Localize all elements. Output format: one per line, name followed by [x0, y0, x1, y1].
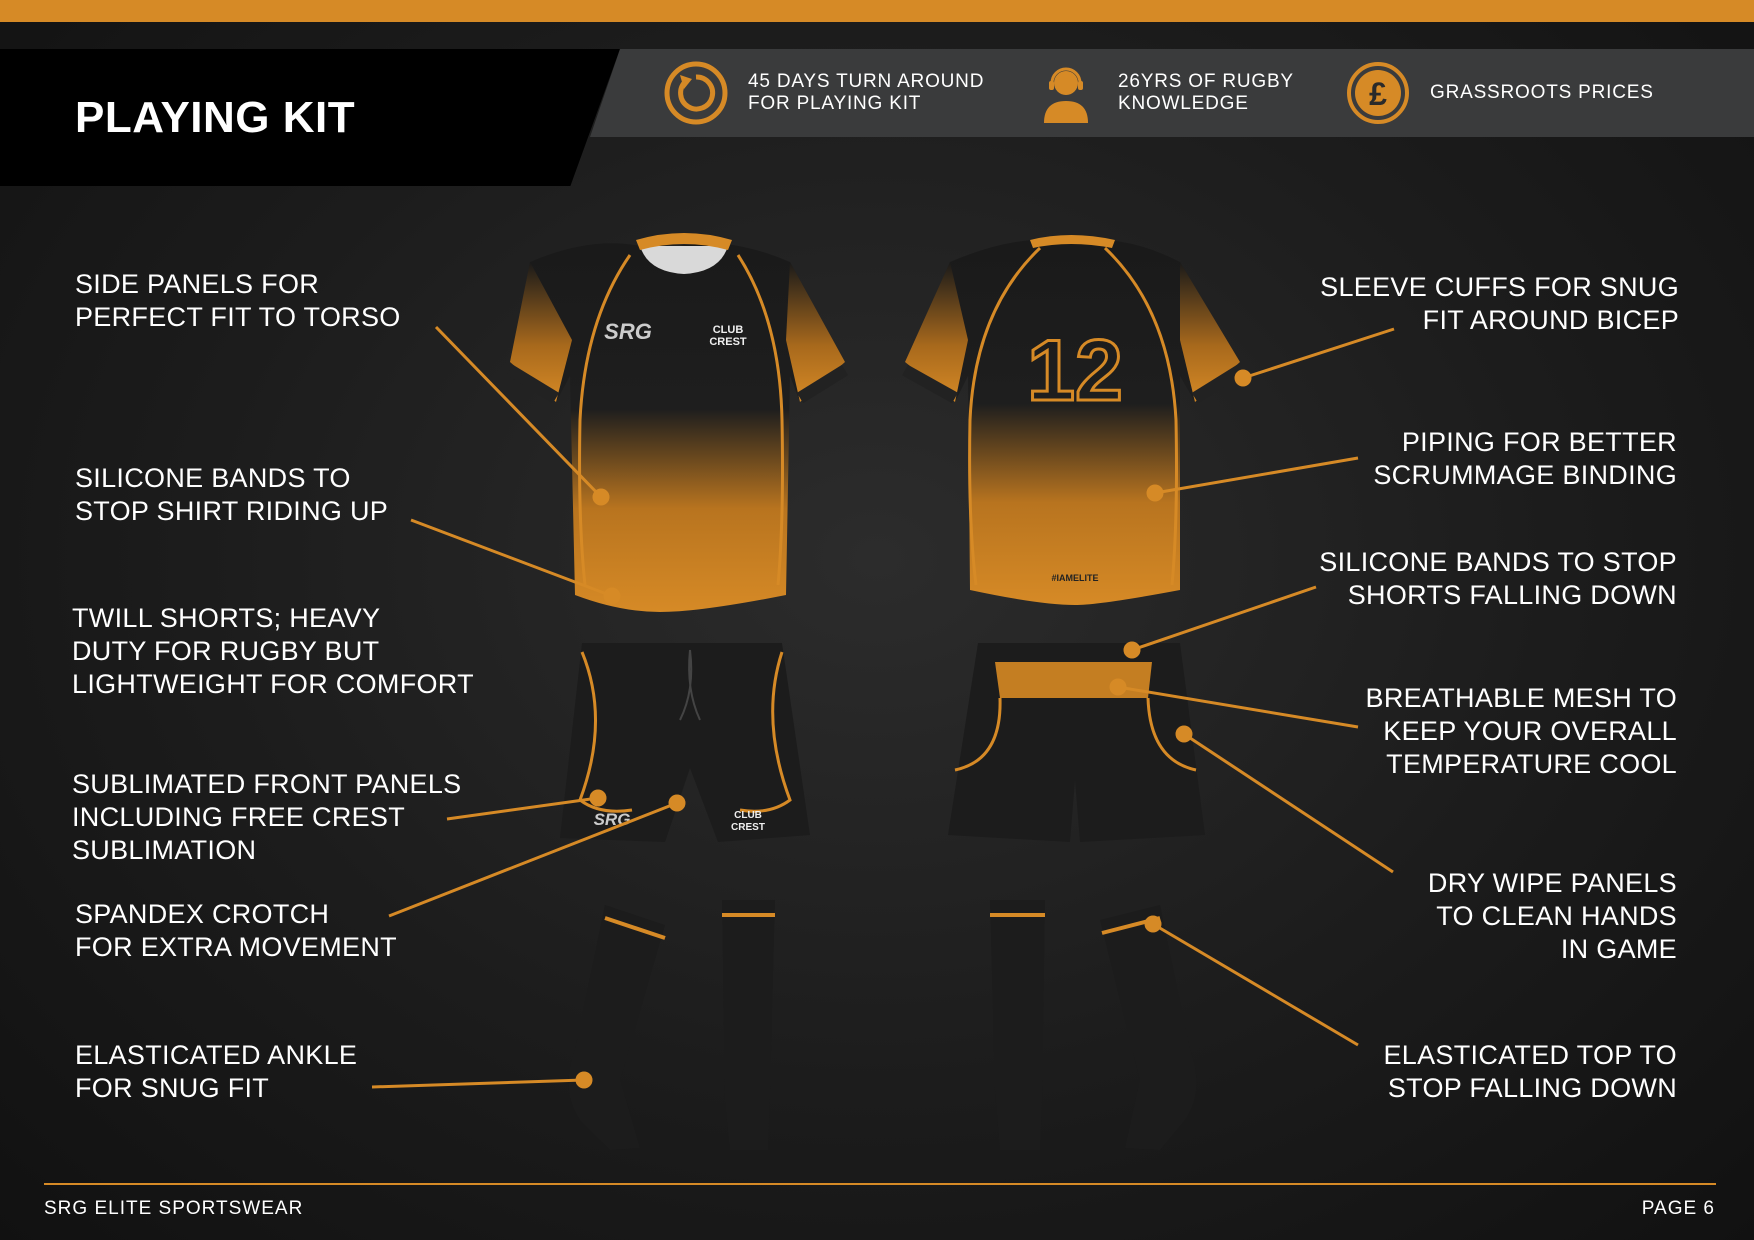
title-block: PLAYING KIT: [0, 49, 620, 186]
callout-breathable-mesh: BREATHABLE MESH TO KEEP YOUR OVERALL TEM…: [1365, 683, 1677, 779]
callout-sublimated-panels: SUBLIMATED FRONT PANELS INCLUDING FREE C…: [72, 769, 462, 865]
feature-text: 26YRS OF RUGBY KNOWLEDGE: [1118, 71, 1294, 114]
headset-person-icon: [1044, 67, 1088, 123]
callout-twill-shorts: TWILL SHORTS; HEAVY DUTY FOR RUGBY BUT L…: [72, 603, 474, 699]
page-number: PAGE 6: [1641, 1198, 1715, 1219]
callout-elasticated-top: ELASTICATED TOP TO STOP FALLING DOWN: [1383, 1040, 1677, 1103]
callout-sleeve-cuffs: SLEEVE CUFFS FOR SNUG FIT AROUND BICEP: [1320, 272, 1679, 335]
feature-bar: [590, 49, 1754, 137]
refresh-icon: [664, 61, 728, 125]
back-shorts: [948, 643, 1205, 842]
callout-piping: PIPING FOR BETTER SCRUMMAGE BINDING: [1373, 427, 1677, 490]
feature-prices: £ GRASSROOTS PRICES: [1346, 49, 1654, 137]
socks: [568, 900, 1197, 1150]
back-number: 12: [1027, 323, 1123, 419]
front-shirt: SRG CLUB CREST: [506, 233, 849, 612]
svg-text:£: £: [1369, 76, 1387, 112]
callout-side-panels: SIDE PANELS FOR PERFECT FIT TO TORSO: [75, 269, 401, 332]
callout-silicone-shirt: SILICONE BANDS TO STOP SHIRT RIDING UP: [75, 463, 389, 526]
feature-text: 45 DAYS TURN AROUND FOR PLAYING KIT: [748, 71, 985, 114]
callout-spandex-crotch: SPANDEX CROTCH FOR EXTRA MOVEMENT: [75, 899, 397, 962]
feature-turnaround: 45 DAYS TURN AROUND FOR PLAYING KIT: [664, 49, 984, 137]
front-logo: SRG: [604, 319, 652, 344]
footer-brand: SRG ELITE SPORTSWEAR: [44, 1198, 304, 1219]
feature-text: GRASSROOTS PRICES: [1430, 82, 1654, 103]
pound-coin-icon: £: [1347, 62, 1409, 124]
callout-silicone-shorts: SILICONE BANDS TO STOP SHORTS FALLING DO…: [1319, 547, 1677, 610]
page-title: PLAYING KIT: [75, 93, 356, 142]
callout-elasticated-ankle: ELASTICATED ANKLE FOR SNUG FIT: [75, 1040, 358, 1103]
back-shirt: 12 #IAMELITE: [902, 235, 1244, 605]
front-shorts: SRG CLUB CREST: [560, 643, 810, 842]
shorts-logo: SRG: [594, 810, 631, 829]
crest-line2: CREST: [709, 336, 747, 348]
callout-lines: [371, 325, 1395, 1089]
feature-knowledge: 26YRS OF RUGBY KNOWLEDGE: [1034, 49, 1294, 137]
shorts-crest-line1: CLUB: [734, 810, 762, 821]
top-accent-bar: [0, 0, 1754, 22]
footer-rule: [44, 1183, 1716, 1185]
crest-line1: CLUB: [713, 324, 744, 336]
shorts-crest-line2: CREST: [731, 822, 765, 833]
callout-dry-wipe: DRY WIPE PANELS TO CLEAN HANDS IN GAME: [1427, 868, 1677, 964]
back-hashtag: #IAMELITE: [1051, 573, 1098, 583]
